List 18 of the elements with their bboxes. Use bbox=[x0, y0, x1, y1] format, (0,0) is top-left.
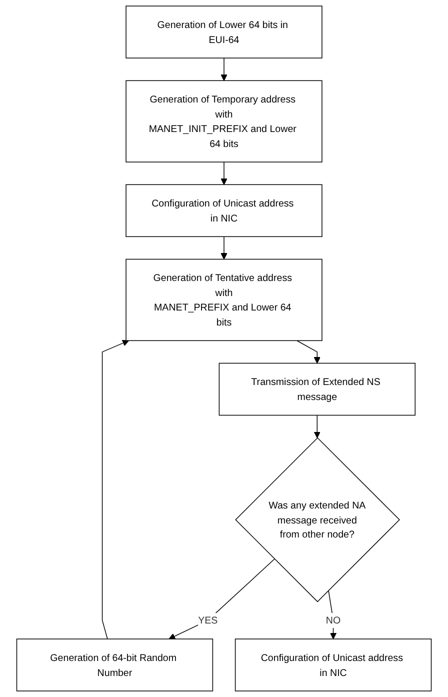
edge-label: NO bbox=[326, 614, 341, 626]
arrow bbox=[296, 340, 320, 364]
arrow bbox=[102, 340, 130, 640]
node-box: Generation of Lower 64 bits in EUI-64 bbox=[126, 6, 322, 58]
node-box: Configuration of Unicast address in NIC bbox=[234, 638, 432, 692]
arrow bbox=[314, 414, 320, 438]
node-box: Generation of 64-bit Random Number bbox=[16, 638, 214, 692]
arrow bbox=[220, 162, 228, 185]
node-box: Transmission of Extended NS message bbox=[218, 362, 416, 416]
arrow bbox=[220, 58, 228, 81]
node-diamond: Was any extended NA message received from other node? bbox=[235, 437, 400, 602]
arrow bbox=[220, 236, 228, 260]
arrow bbox=[168, 558, 275, 640]
edge-label: YES bbox=[198, 614, 218, 626]
node-box: Generation of Tentative address with MANET_PREFIX and Lower 64 bits bbox=[126, 258, 322, 342]
arrow bbox=[328, 590, 337, 640]
node-box: Generation of Temporary address with MANET_INIT_PREFIX and Lower 64 bits bbox=[126, 80, 322, 162]
node-box: Configuration of Unicast address in NIC bbox=[126, 184, 322, 238]
